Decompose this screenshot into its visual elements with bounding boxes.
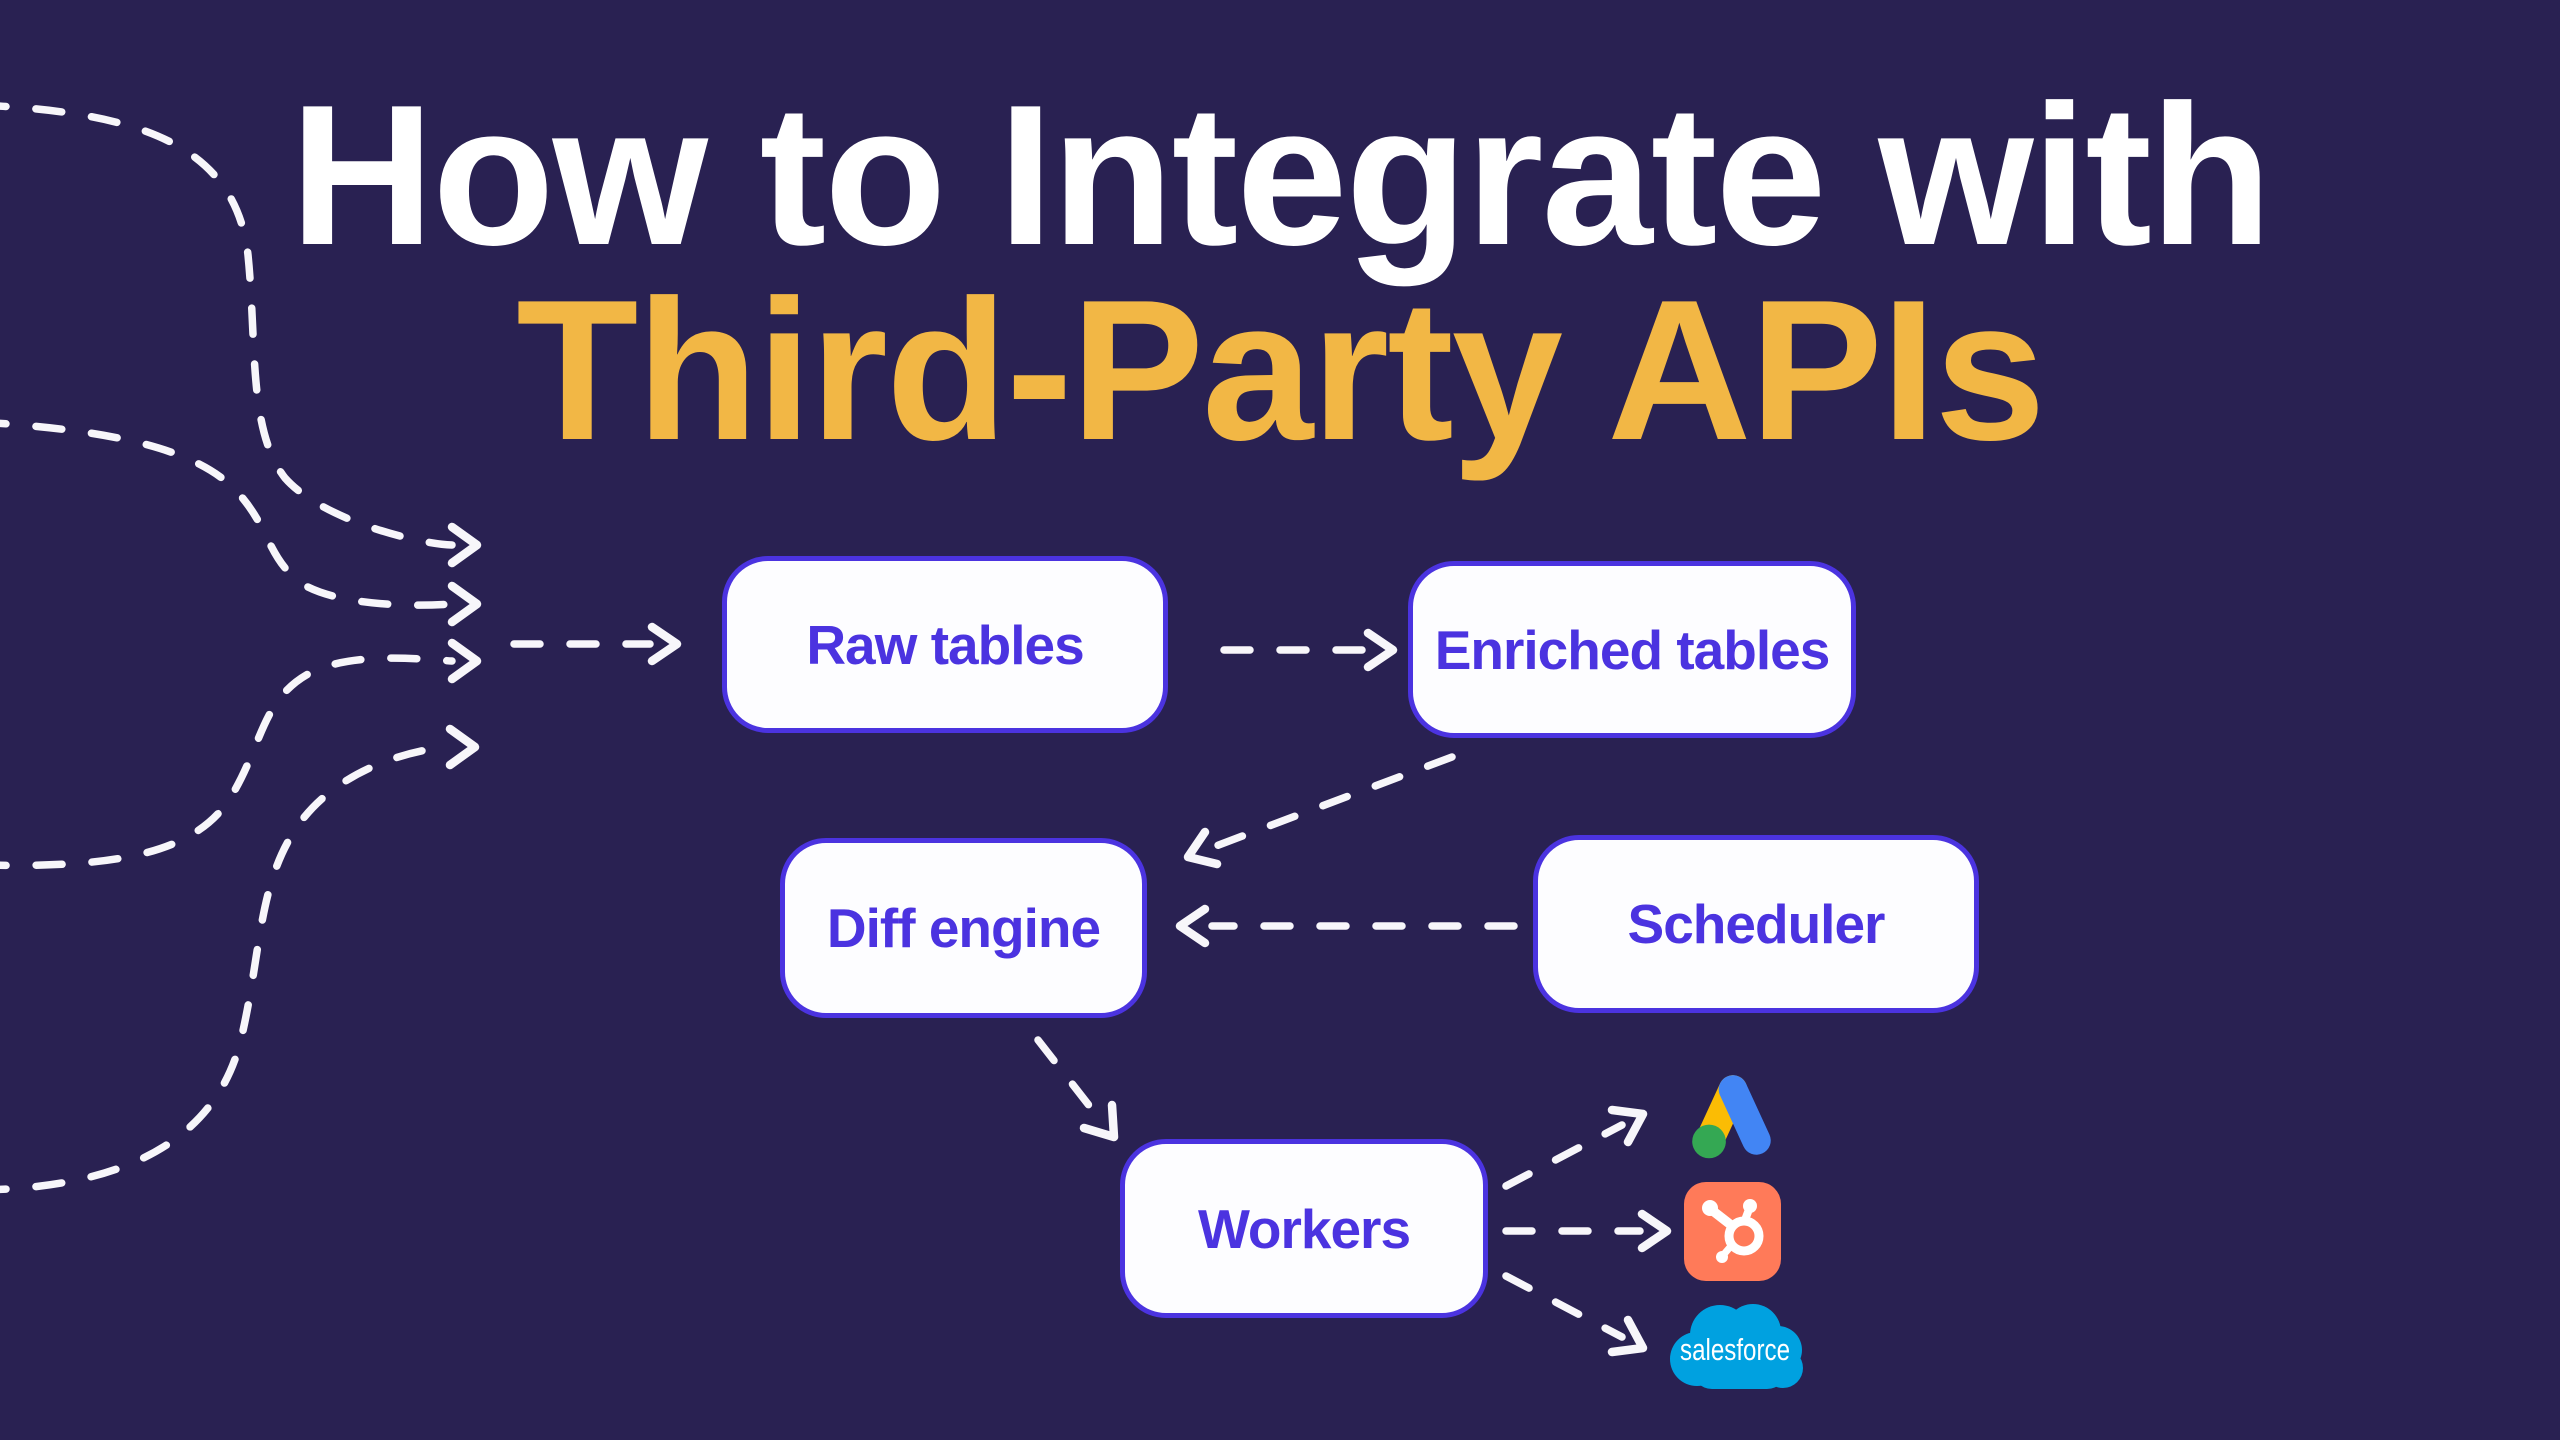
node-workers-label: Workers (1197, 1197, 1411, 1260)
arrow-diff-to-workers (1034, 1036, 1106, 1126)
arrowhead-icon (445, 724, 480, 770)
arrowhead-icon (1363, 628, 1398, 672)
hubspot-ring (1724, 1216, 1764, 1256)
arrowhead-icon (1175, 904, 1210, 948)
arrow-workers-to-salesforce (1502, 1272, 1626, 1341)
node-enriched-tables-label: Enriched tables (1434, 618, 1831, 681)
page-title: How to Integrate with Third-Party APIs (0, 64, 2560, 482)
hubspot-dot (1716, 1251, 1728, 1263)
arrowhead-icon (1079, 1100, 1119, 1142)
arrowhead-icon (1607, 1315, 1648, 1357)
title-line-2: Third-Party APIs (516, 259, 2046, 482)
arrowhead-icon (447, 581, 482, 627)
salesforce-cloud (1670, 1304, 1803, 1389)
arrowhead-icon (1607, 1105, 1648, 1147)
source-curve-1 (0, 102, 456, 549)
node-scheduler: Scheduler (1533, 835, 1979, 1013)
arrow-enriched-to-diff (1204, 753, 1456, 853)
title-line-1: How to Integrate with (289, 64, 2272, 287)
arrowhead-icon (1637, 1209, 1672, 1253)
hubspot-dot (1743, 1199, 1757, 1213)
source-curve-4 (0, 743, 454, 1194)
node-raw-tables: Raw tables (722, 556, 1168, 733)
arrowhead-icon (647, 622, 682, 666)
cloud-base (1692, 1349, 1787, 1389)
node-enriched-tables: Enriched tables (1408, 561, 1856, 738)
source-curve-3 (0, 654, 456, 870)
node-scheduler-label: Scheduler (1627, 893, 1886, 955)
arrowhead-icon (447, 638, 482, 684)
arrowhead-icon (1183, 827, 1222, 869)
hubspot-dot (1702, 1200, 1718, 1216)
salesforce-icon: salesforce (1670, 1304, 1803, 1389)
node-workers: Workers (1120, 1139, 1488, 1318)
hubspot-spoke (1708, 1206, 1736, 1230)
arrow-workers-to-google-ads (1502, 1121, 1626, 1190)
source-braid (0, 102, 482, 1194)
google-ads-icon (1692, 1075, 1771, 1159)
node-raw-tables-label: Raw tables (806, 613, 1084, 676)
arrowhead-icon (447, 522, 482, 568)
google-ads-green-dot (1692, 1124, 1726, 1159)
flow-arrows (510, 622, 1672, 1357)
node-diff-engine-label: Diff engine (826, 897, 1101, 959)
salesforce-wordmark: salesforce (1680, 1332, 1790, 1367)
node-diff-engine: Diff engine (780, 838, 1147, 1018)
hubspot-icon (1684, 1182, 1781, 1281)
google-ads-blue-bar (1718, 1075, 1771, 1155)
source-curve-2 (0, 419, 456, 609)
